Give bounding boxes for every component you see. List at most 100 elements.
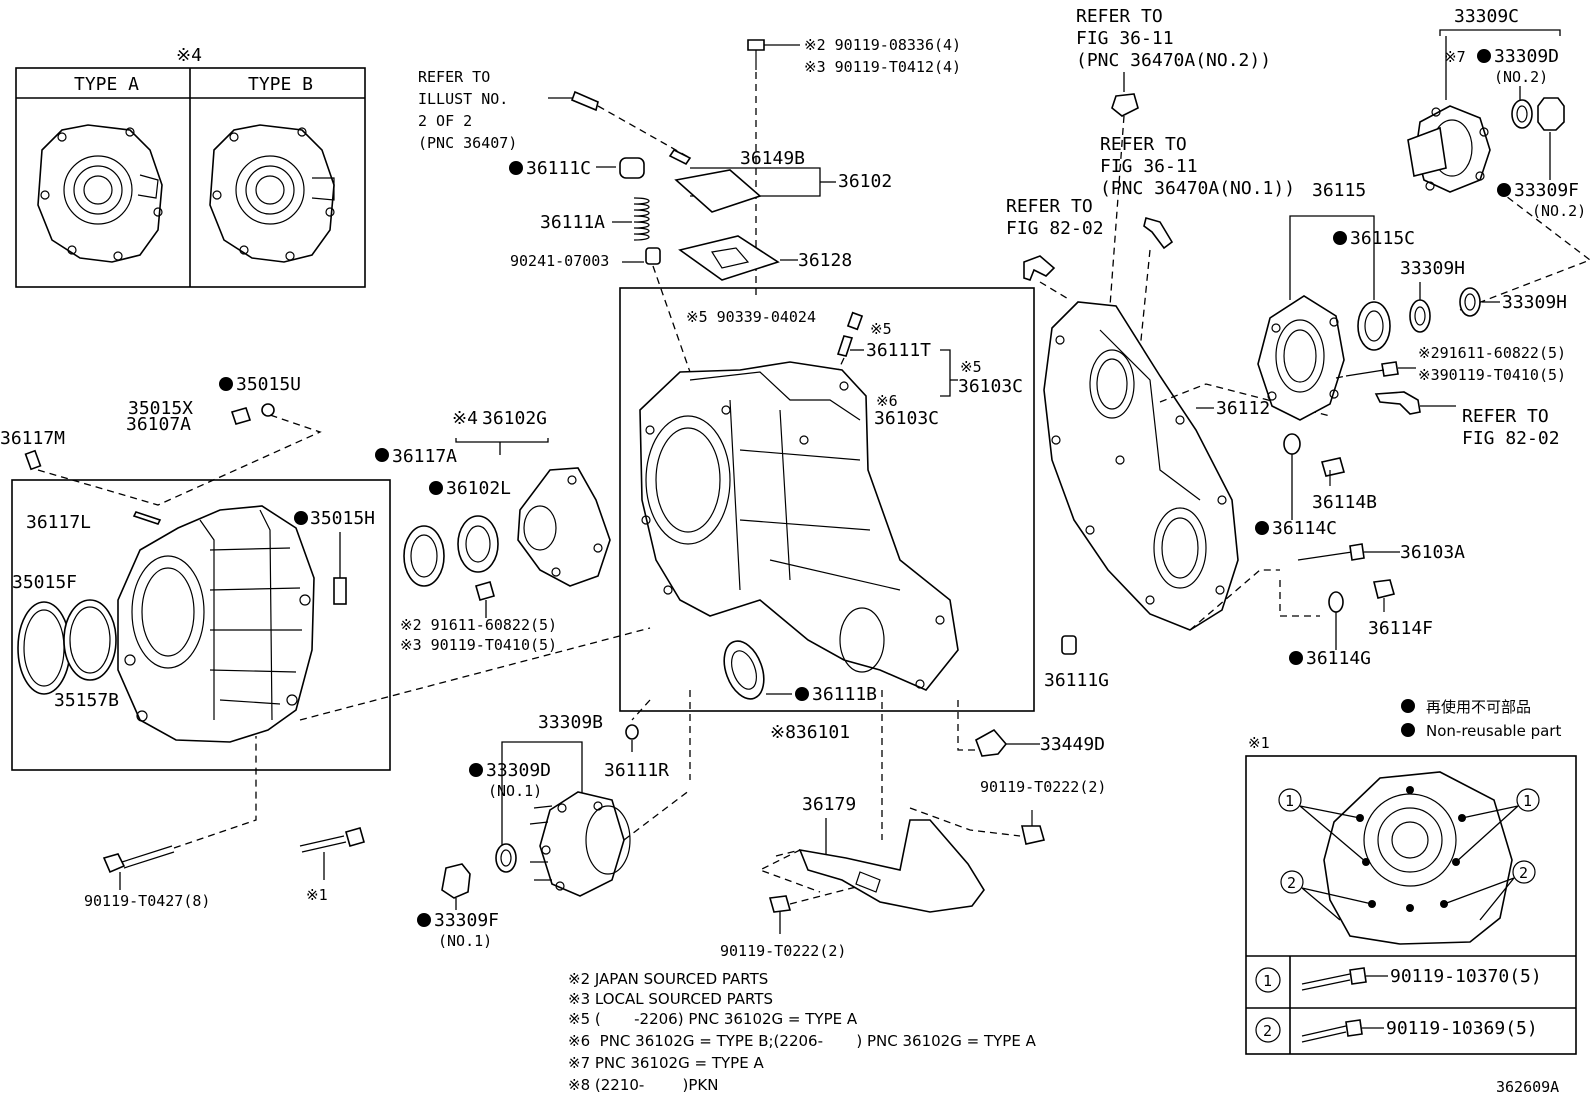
label-no2-f: (NO.2) (1532, 202, 1586, 220)
legend: 再使用不可部品 Non-reusable part (1401, 698, 1561, 740)
part-36103C-b[interactable]: 36103C (874, 408, 939, 429)
type-b-housing-drawing (209, 124, 335, 263)
mark-36102G: ※4 (452, 408, 478, 429)
part-36111T[interactable]: 36111T (866, 340, 931, 361)
mark-36103C-6: ※6 (876, 392, 898, 410)
svg-text:REFER TO: REFER TO (1006, 196, 1093, 217)
part-36149B[interactable]: 36149B (740, 148, 805, 169)
svg-text:REFER TO: REFER TO (418, 68, 490, 86)
part-36111C[interactable]: 36111C (526, 158, 591, 179)
rear-cover-group: REFER TO FIG 82-02 REFER TO FIG 36-11 (P… (1006, 6, 1465, 691)
part-36111A[interactable]: 36111A (540, 212, 605, 233)
part-33309B[interactable]: 33309B (538, 712, 603, 733)
bolt-right-local[interactable]: ※390119-T0410(5) (1418, 366, 1566, 384)
bolt-mid-local[interactable]: ※3 90119-T0410(5) (400, 636, 557, 654)
type-a-housing-drawing (37, 124, 163, 263)
bottom-bolts-group: 90119-T0427(8) ※1 (84, 736, 365, 910)
footnotes: ※2 JAPAN SOURCED PARTS ※3 LOCAL SOURCED … (568, 970, 1037, 1094)
part-33309C[interactable]: 33309C (1454, 6, 1519, 27)
part-33449D[interactable]: 33449D (1040, 734, 1105, 755)
part-33309D-bot[interactable]: 33309D (486, 760, 551, 781)
mark-33309D-top: ※7 (1444, 48, 1466, 66)
bolt-0222-right[interactable]: 90119-T0222(2) (980, 778, 1106, 796)
svg-text:FIG 82-02: FIG 82-02 (1462, 428, 1560, 449)
bolt-top-local[interactable]: ※3 90119-T0412(4) (804, 58, 961, 76)
inset-bolt-10369[interactable]: 90119-10369(5) (1386, 1018, 1538, 1039)
output-retainer-group: ※4 36102G 36117A 36102L ※2 91611-60822(5… (299, 408, 651, 721)
part-36102[interactable]: 36102 (838, 171, 892, 192)
part-36111R[interactable]: 36111R (604, 760, 669, 781)
part-33309H-b[interactable]: 33309H (1502, 292, 1567, 313)
part-33309F-bot[interactable]: 33309F (434, 910, 499, 931)
part-36111G[interactable]: 36111G (1044, 670, 1109, 691)
inset-bolt-pattern: ※1 1 1 2 2 1 90119-10370(5) 2 (1245, 734, 1577, 1055)
svg-text:REFER TO: REFER TO (1462, 406, 1549, 427)
svg-text:REFER TO: REFER TO (1100, 134, 1187, 155)
type-box-mark: ※4 (176, 45, 202, 66)
part-36102L[interactable]: 36102L (446, 478, 511, 499)
part-36112[interactable]: 36112 (1216, 398, 1270, 419)
part-36115[interactable]: 36115 (1312, 180, 1366, 201)
bolt-0222-left[interactable]: 90119-T0222(2) (720, 942, 846, 960)
part-36117A[interactable]: 36117A (392, 446, 457, 467)
part-36111B[interactable]: 36111B (812, 684, 877, 705)
svg-text:FIG 36-11: FIG 36-11 (1100, 156, 1198, 177)
refer-fig36-no2[interactable]: REFER TO FIG 36-11 (PNC 36470A(NO.2)) (1076, 6, 1271, 71)
label-no1-d: (NO.1) (488, 782, 542, 800)
part-35015U[interactable]: 35015U (236, 374, 301, 395)
part-36128[interactable]: 36128 (798, 250, 852, 271)
part-36101[interactable]: ※836101 (770, 722, 850, 743)
part-33309D-top[interactable]: 33309D (1494, 46, 1559, 67)
svg-text:(PNC 36470A(NO.1)): (PNC 36470A(NO.1)) (1100, 178, 1295, 199)
part-36114B[interactable]: 36114B (1312, 492, 1377, 513)
part-90339-04024[interactable]: ※5 90339-04024 (686, 308, 816, 326)
svg-text:REFER TO: REFER TO (1076, 6, 1163, 27)
part-33309F-top[interactable]: 33309F (1514, 180, 1579, 201)
part-33309H-a[interactable]: 33309H (1400, 258, 1465, 279)
part-35157B[interactable]: 35157B (54, 690, 119, 711)
legend-en: Non-reusable part (1426, 722, 1561, 740)
footnote-2: ※2 JAPAN SOURCED PARTS (568, 970, 768, 988)
footnote-8: ※8 (2210- )PKN (568, 1076, 718, 1094)
row-2-index: 2 (1263, 1022, 1272, 1040)
part-36114F[interactable]: 36114F (1368, 618, 1433, 639)
svg-text:FIG 36-11: FIG 36-11 (1076, 28, 1174, 49)
bolt-right-japan[interactable]: ※291611-60822(5) (1418, 344, 1566, 362)
refer-fig36-no1[interactable]: REFER TO FIG 36-11 (PNC 36470A(NO.1)) (1100, 134, 1295, 199)
type-variant-box: ※4 TYPE A TYPE B (15, 45, 366, 288)
figure-id: 362609A (1496, 1078, 1559, 1096)
footnote-7: ※7 PNC 36102G = TYPE A (568, 1054, 764, 1072)
refer-illust-note[interactable]: REFER TO ILLUST NO. 2 OF 2 (PNC 36407) (418, 68, 517, 152)
extension-housing-group: 36117M 36107A 35015X 35015U 36117L 35015… (0, 374, 391, 771)
part-36117L[interactable]: 36117L (26, 512, 91, 533)
bolt-t0427[interactable]: 90119-T0427(8) (84, 892, 210, 910)
bolt-top-japan[interactable]: ※2 90119-08336(4) (804, 36, 961, 54)
mark-36103C-5: ※5 (960, 358, 982, 376)
part-36115C[interactable]: 36115C (1350, 228, 1415, 249)
part-36103C-a[interactable]: 36103C (958, 376, 1023, 397)
svg-text:(PNC 36470A(NO.2)): (PNC 36470A(NO.2)) (1076, 50, 1271, 71)
part-36117M[interactable]: 36117M (0, 428, 65, 449)
callout-1-right: 1 (1523, 792, 1532, 810)
rear-retainer-group: 36115 36115C 33309H 33309H ※291611-60822… (1257, 180, 1567, 449)
part-36179[interactable]: 36179 (802, 794, 856, 815)
part-36114G[interactable]: 36114G (1306, 648, 1371, 669)
part-35015X[interactable]: 35015X (128, 398, 193, 419)
type-a-label: TYPE A (74, 74, 139, 95)
refer-fig82-top[interactable]: REFER TO FIG 82-02 (1006, 196, 1104, 239)
refer-fig82-right[interactable]: REFER TO FIG 82-02 (1462, 406, 1560, 449)
part-36103A[interactable]: 36103A (1400, 542, 1465, 563)
svg-text:ILLUST NO.: ILLUST NO. (418, 90, 508, 108)
part-90241-07003[interactable]: 90241-07003 (510, 252, 609, 270)
inset-bolt-10370[interactable]: 90119-10370(5) (1390, 966, 1542, 987)
part-35015F[interactable]: 35015F (12, 572, 77, 593)
part-36107A[interactable]: 36107A (126, 414, 191, 435)
part-36102G[interactable]: 36102G (482, 408, 547, 429)
top-center-group: REFER TO ILLUST NO. 2 OF 2 (PNC 36407) ※… (418, 36, 961, 373)
part-36114C[interactable]: 36114C (1272, 518, 1337, 539)
label-no1-f: (NO.1) (438, 932, 492, 950)
footnote-3: ※3 LOCAL SOURCED PARTS (568, 990, 773, 1008)
bolt-mid-japan[interactable]: ※2 91611-60822(5) (400, 616, 557, 634)
part-35015H[interactable]: 35015H (310, 508, 375, 529)
footnote-5: ※5 ( -2206) PNC 36102G = TYPE A (568, 1010, 858, 1028)
